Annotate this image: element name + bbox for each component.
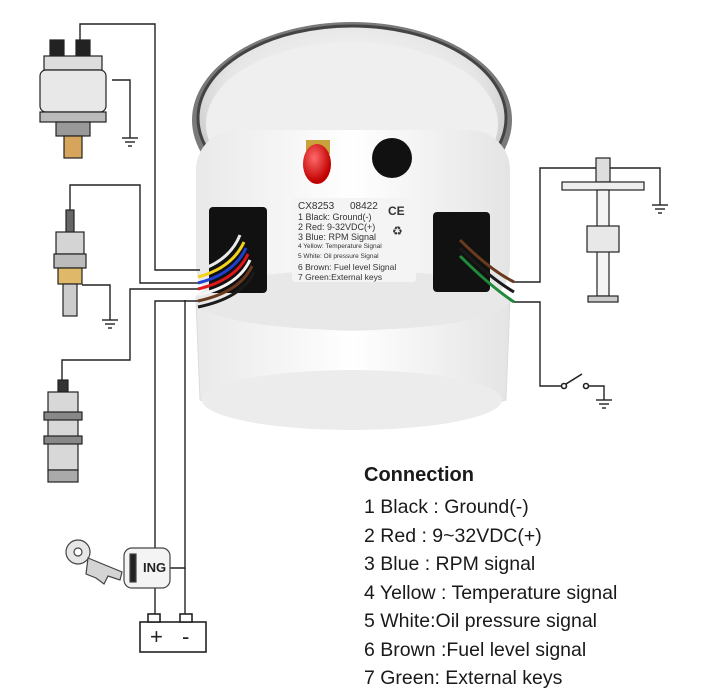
- connection-legend: Connection 1 Black : Ground(-) 2 Red : 9…: [364, 464, 694, 693]
- label-line: 6 Brown: Fuel level Signal: [298, 262, 397, 272]
- legend-item: 1 Black : Ground(-): [364, 496, 529, 518]
- temperature-sensor-icon: [53, 209, 87, 317]
- label-line: 1 Black: Ground(-): [298, 212, 372, 222]
- gauge-spec-label: CX8253 08422 CE ♻ 1 Black: Ground(-) 2 R…: [292, 198, 416, 282]
- right-wire-bundle: [458, 238, 515, 304]
- legend-item: 5 White:Oil pressure signal: [364, 610, 598, 632]
- rpm-sensor-icon: [43, 379, 83, 483]
- black-knob-icon: [372, 138, 412, 178]
- recycle-icon: ♻: [392, 224, 403, 238]
- legend-item: 3 Blue : RPM signal: [364, 553, 536, 575]
- battery-plus-label: +: [150, 624, 163, 649]
- label-line: 3 Blue: RPM Signal: [298, 232, 377, 242]
- legend-item: 2 Red : 9~32VDC(+): [364, 524, 542, 547]
- switch-icon: [560, 373, 590, 390]
- label-line: 7 Green:External keys: [298, 272, 383, 282]
- ground-icon: [102, 137, 668, 409]
- gauge: [192, 22, 512, 430]
- label-line: 4 Yellow: Temperature Signal: [298, 243, 382, 250]
- legend-item: 7 Green: External keys: [364, 667, 563, 689]
- right-connector: [433, 212, 490, 292]
- model-number: CX8253: [298, 201, 335, 212]
- oil-pressure-sender-icon: [39, 39, 107, 159]
- legend-title: Connection: [364, 464, 474, 486]
- battery-icon: [139, 613, 207, 653]
- ce-mark: CE: [388, 204, 405, 218]
- label-line: 2 Red: 9-32VDC(+): [298, 222, 376, 232]
- label-line: 5 White: Oil pressure Signal: [298, 253, 379, 260]
- left-wire-bundle: [197, 234, 256, 309]
- battery-minus-label: -: [182, 624, 190, 649]
- legend-item: 4 Yellow : Temperature signal: [364, 581, 618, 604]
- ignition-key-icon: [65, 539, 171, 589]
- ignition-label: ING: [143, 560, 167, 575]
- fuel-level-sender-icon: [561, 157, 645, 303]
- legend-item: 6 Brown :Fuel level signal: [364, 638, 587, 661]
- product-code: 08422: [350, 201, 378, 212]
